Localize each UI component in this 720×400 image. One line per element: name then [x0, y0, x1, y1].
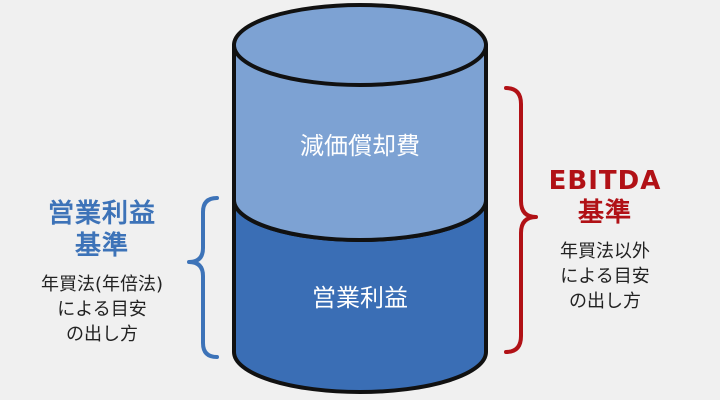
left-description: 年買法(年倍法) による目安 の出し方 — [14, 272, 190, 347]
right-title-line2: 基準 — [577, 198, 632, 228]
right-curly-brace — [504, 86, 538, 354]
top-section-label: 減価償却費 — [300, 132, 420, 160]
left-desc-line1: 年買法(年倍法) — [40, 274, 164, 295]
left-title-line1: 営業利益 — [47, 199, 156, 229]
ebitda-basis-block: EBITDA 基準 年買法以外 による目安 の出し方 — [520, 165, 690, 314]
right-title-line1: EBITDA — [548, 166, 662, 196]
left-desc-line3: の出し方 — [66, 324, 138, 345]
operating-profit-basis-block: 営業利益 基準 年買法(年倍法) による目安 の出し方 — [14, 198, 190, 347]
left-title-line2: 基準 — [74, 231, 129, 261]
right-desc-line3: の出し方 — [569, 291, 641, 312]
right-desc-line1: 年買法以外 — [560, 241, 650, 262]
right-description: 年買法以外 による目安 の出し方 — [520, 239, 690, 314]
cylinder-top-lid — [232, 3, 488, 87]
bottom-section-label: 営業利益 — [312, 284, 408, 312]
cylinder-top-section — [232, 43, 488, 242]
left-curly-brace — [187, 196, 219, 359]
right-desc-line2: による目安 — [560, 266, 650, 287]
left-desc-line2: による目安 — [57, 299, 147, 320]
